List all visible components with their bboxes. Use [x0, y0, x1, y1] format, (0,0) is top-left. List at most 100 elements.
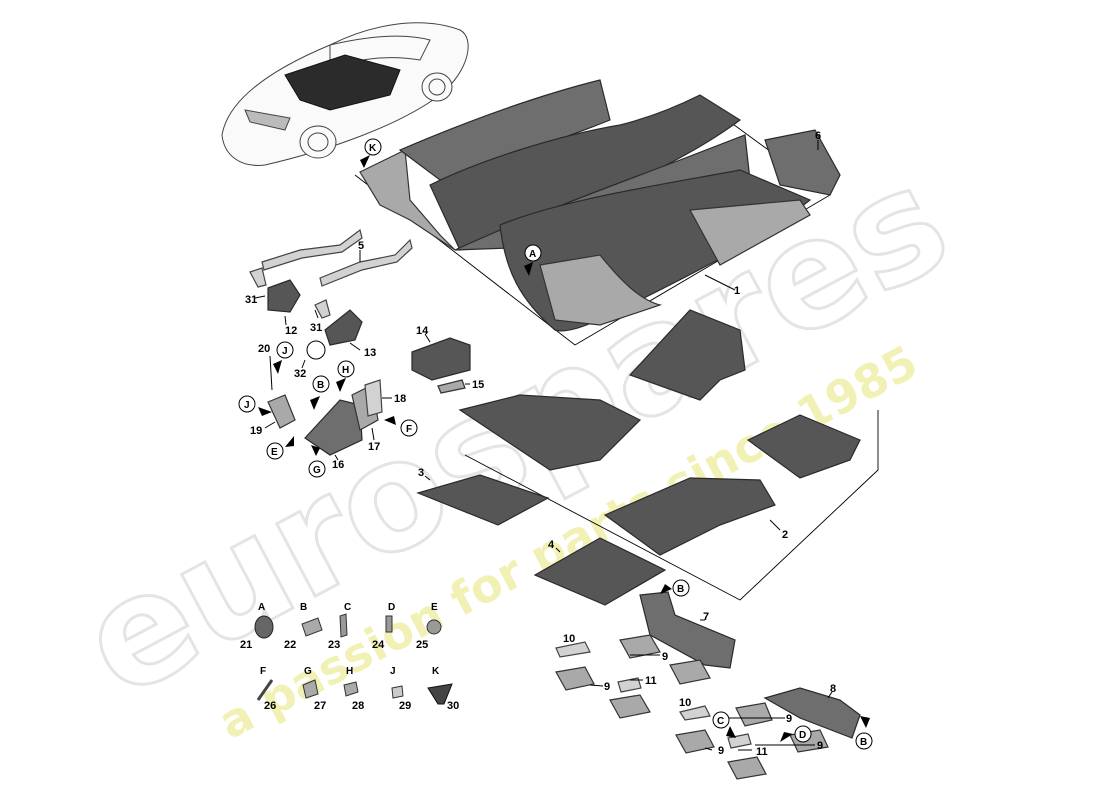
fastener-D-letter: D: [388, 602, 395, 613]
car-illustration: [221, 22, 469, 166]
fastener-B-letter: B: [300, 602, 307, 613]
fastener-F-letter: F: [260, 666, 266, 677]
fastener-A-letter: A: [258, 602, 265, 613]
ref-D: D: [799, 730, 806, 741]
ref-G: G: [313, 465, 321, 476]
callout-9c: 9: [786, 713, 792, 725]
fastener-icons: [254, 613, 453, 705]
fastener-24-icon: [385, 615, 393, 633]
callout-10a: 10: [563, 633, 575, 645]
callout-3: 3: [418, 467, 424, 479]
callout-19: 19: [250, 425, 262, 437]
ref-H: H: [342, 365, 349, 376]
fastener-26-icon: [256, 679, 274, 701]
part-7: [639, 591, 736, 669]
frame-item-2: [464, 410, 879, 601]
callout-13: 13: [364, 347, 376, 359]
callout-15: 15: [472, 379, 484, 391]
fastener-E-letter: E: [431, 602, 438, 613]
reference-circles: K A B J H J E G F B B C D: [238, 138, 873, 750]
frame-item-1: [354, 99, 831, 346]
callout-11a: 11: [645, 675, 657, 687]
fastener-24-number: 24: [372, 639, 385, 651]
part-32: [306, 340, 326, 360]
fastener-J-letter: J: [390, 666, 396, 677]
ref-E: E: [271, 447, 278, 458]
fastener-G-letter: G: [304, 666, 312, 677]
callout-1: 1: [734, 285, 740, 297]
fastener-30-number: 30: [447, 700, 459, 712]
reference-arrows: [258, 155, 870, 742]
ref-A: A: [529, 249, 536, 260]
callout-20: 20: [258, 343, 270, 355]
callout-31a: 31: [245, 294, 257, 306]
part-3: [416, 474, 550, 526]
callout-5: 5: [358, 240, 364, 252]
fastener-22-icon: [301, 617, 323, 637]
fastener-25-number: 25: [416, 639, 428, 651]
callout-32: 32: [294, 368, 306, 380]
part-20: [269, 355, 273, 391]
fastener-23-number: 23: [328, 639, 340, 651]
ref-K: K: [369, 143, 377, 154]
ref-B-1: B: [317, 380, 324, 391]
callout-9b: 9: [604, 681, 610, 693]
part-4: [533, 537, 667, 606]
fastener-30-icon: [427, 683, 453, 705]
callout-16: 16: [332, 459, 344, 471]
callout-11b: 11: [756, 746, 768, 758]
fastener-29-icon: [391, 685, 404, 699]
fastener-27-icon: [302, 679, 319, 699]
callout-18: 18: [394, 393, 406, 405]
part-31-right: [314, 299, 331, 319]
part-5-strips: [261, 228, 413, 287]
callout-12: 12: [285, 325, 297, 337]
part-8: [763, 687, 861, 739]
ref-J-1: J: [282, 346, 288, 357]
fastener-H-letter: H: [346, 666, 353, 677]
callout-4: 4: [548, 539, 555, 551]
ref-F: F: [406, 424, 412, 435]
fastener-25-icon: [426, 619, 442, 635]
callout-6: 6: [815, 130, 821, 142]
fastener-23-icon: [339, 613, 348, 638]
fastener-28-icon: [343, 681, 359, 697]
fastener-21-number: 21: [240, 639, 252, 651]
fastener-C-letter: C: [344, 602, 351, 613]
callout-8: 8: [830, 683, 836, 695]
part-1-floor-insulation: [359, 79, 812, 332]
leader-lines: [254, 140, 833, 751]
callout-10b: 10: [679, 697, 691, 709]
ref-B-2: B: [677, 584, 684, 595]
ref-B-3: B: [860, 737, 867, 748]
part-13: [324, 309, 363, 346]
fastener-K-letter: K: [432, 666, 440, 677]
part-14: [411, 337, 471, 381]
callout-2: 2: [782, 529, 788, 541]
part-2-floor-mats: [458, 309, 861, 556]
callout-9d: 9: [817, 740, 823, 752]
ref-J-2: J: [244, 400, 250, 411]
fastener-28-number: 28: [352, 700, 364, 712]
fastener-27-number: 27: [314, 700, 326, 712]
callout-14: 14: [416, 325, 429, 337]
fastener-22-number: 22: [284, 639, 296, 651]
part-19: [267, 394, 296, 429]
part-18: [364, 379, 383, 417]
part-12: [267, 279, 301, 313]
callout-7: 7: [703, 611, 709, 623]
part-number-labels: 1 2 3 4 5 6 7 8 9 9 9 9 9 10 10 11 11 12…: [245, 130, 836, 758]
callout-17: 17: [368, 441, 380, 453]
fastener-26-number: 26: [264, 700, 276, 712]
callout-31b: 31: [310, 322, 322, 334]
fastener-legend: A 21 B 22 C 23 D 24 E 25 F 26 G 27 H 28 …: [240, 602, 459, 712]
callout-9e: 9: [718, 745, 724, 757]
fastener-29-number: 29: [399, 700, 411, 712]
callout-9a: 9: [662, 651, 668, 663]
part-6: [764, 129, 841, 196]
part-15: [437, 379, 466, 394]
fastener-21-icon: [254, 615, 274, 639]
part-31-left: [249, 267, 267, 288]
ref-C: C: [717, 716, 724, 727]
